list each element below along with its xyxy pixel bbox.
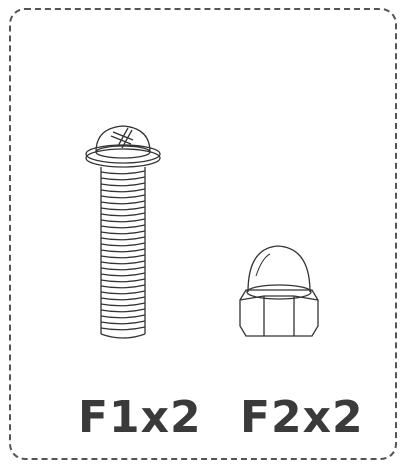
acorn-nut-icon xyxy=(239,245,319,337)
screw-icon xyxy=(85,125,161,339)
part-label-f1: F1x2 xyxy=(78,392,202,443)
parts-panel xyxy=(9,8,397,460)
part-label-f2: F2x2 xyxy=(240,392,364,443)
